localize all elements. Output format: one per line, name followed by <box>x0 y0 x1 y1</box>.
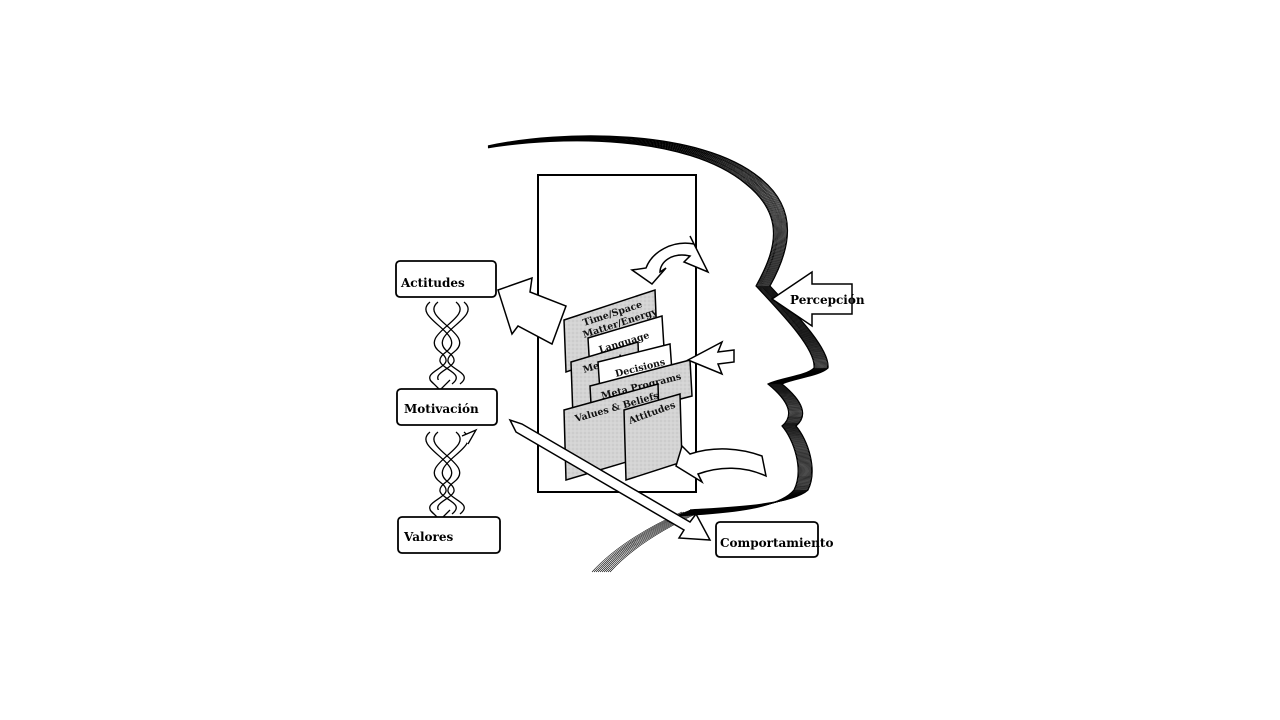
arrow-mid-right-icon <box>686 340 735 376</box>
head-stroke <box>487 139 818 516</box>
braid-lower <box>425 428 478 521</box>
label-motivacion: Motivación <box>404 402 479 416</box>
head-stroke <box>487 138 820 515</box>
head-stroke <box>487 136 825 512</box>
label-actitudes: Actitudes <box>400 276 465 290</box>
head-stroke <box>487 136 826 512</box>
label-percepcion: Percepción <box>790 293 865 307</box>
curved-arrow-top-icon <box>630 235 710 286</box>
neck-stroke <box>607 511 699 573</box>
filter-card-attitudes: Attitudes <box>623 393 683 482</box>
curved-arrow-bottom-icon <box>675 444 768 485</box>
filter-stack: Time/Space Matter/Energy Language Memori… <box>563 288 693 482</box>
perception-arrow-icon <box>770 270 853 328</box>
head-profile-outline <box>487 135 829 573</box>
label-comportamiento: Comportamiento <box>720 536 833 550</box>
box-valores: Valores <box>397 516 501 554</box>
head-stroke <box>487 138 821 514</box>
neck-stroke <box>609 511 701 573</box>
head-stroke <box>487 137 822 514</box>
arrow-to-actitudes-icon <box>497 276 567 346</box>
braid-upper <box>425 301 469 391</box>
head-stroke <box>487 140 815 517</box>
behavior-arrow-icon <box>508 418 712 541</box>
head-stroke <box>487 137 824 513</box>
head-stroke <box>487 137 823 513</box>
head-stroke <box>487 139 819 515</box>
box-comportamiento: Comportamiento <box>715 521 833 558</box>
box-actitudes: Actitudes <box>395 260 497 298</box>
label-valores: Valores <box>403 530 454 544</box>
head-stroke <box>487 139 817 516</box>
head-stroke <box>487 138 820 514</box>
box-motivacion: Motivación <box>396 388 498 426</box>
